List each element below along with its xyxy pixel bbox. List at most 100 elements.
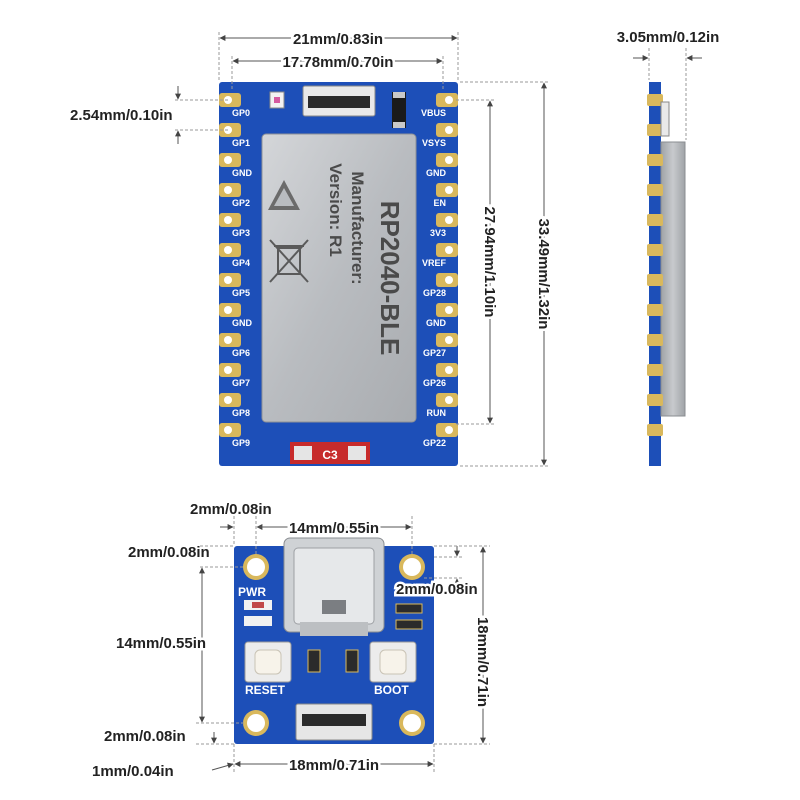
left-pad [219, 153, 241, 167]
top-width-dim: 21mm/0.83in [218, 29, 459, 82]
side-pads [647, 94, 663, 436]
adapter-corner-dim: 1mm/0.04in [92, 762, 234, 780]
left-pin-label: GP2 [232, 198, 250, 208]
usb-adapter-board: PWR RESET BOOT [234, 537, 434, 744]
right-pin-label: VBUS [421, 108, 446, 118]
left-pad [219, 273, 241, 287]
right-pin-label: 3V3 [430, 228, 446, 238]
right-pin-label: EN [433, 198, 446, 208]
side-pad [647, 394, 663, 406]
shield-title: RP2040-BLE [375, 201, 405, 356]
pin-pitch-dim: 2.54mm/0.10in [70, 86, 228, 144]
left-pad [219, 423, 241, 437]
regulator-chip [392, 92, 406, 128]
left-pad [219, 243, 241, 257]
module-side-view [647, 82, 686, 466]
right-pin-label: VSYS [422, 138, 446, 148]
right-pad [436, 363, 458, 377]
left-pin-label: GP7 [232, 378, 250, 388]
side-pad [647, 214, 663, 226]
left-pin-label: GND [232, 318, 253, 328]
right-pin-label: GP26 [423, 378, 446, 388]
side-pad [647, 424, 663, 436]
side-pad [647, 274, 663, 286]
left-pin-label: GP5 [232, 288, 250, 298]
right-pad [436, 213, 458, 227]
left-pad [219, 333, 241, 347]
dim-pin-pitch: 2.54mm/0.10in [70, 107, 173, 124]
total-height-dim: 33.49mm/1.32in [460, 81, 555, 467]
right-pin-label: GP22 [423, 438, 446, 448]
right-pad-column [436, 93, 458, 437]
reset-label: RESET [245, 683, 286, 697]
left-pin-label: GP0 [232, 108, 250, 118]
dim-adapter-hole-edge-right: 2mm/0.08in [396, 581, 478, 598]
side-pad [647, 124, 663, 136]
side-pad [647, 244, 663, 256]
left-pad [219, 393, 241, 407]
side-pad [647, 304, 663, 316]
right-pin-label: GP28 [423, 288, 446, 298]
pwr-label: PWR [238, 585, 266, 599]
reset-button [244, 641, 292, 683]
shield-manufacturer: Manufacturer: [348, 171, 367, 284]
right-pad [436, 333, 458, 347]
dim-adapter-width: 18mm/0.71in [289, 757, 379, 774]
left-pad [219, 183, 241, 197]
side-pad [647, 184, 663, 196]
dim-adapter-edge-x: 2mm/0.08in [190, 501, 272, 518]
side-pad [647, 334, 663, 346]
right-pad [436, 123, 458, 137]
usbc-connector [283, 537, 385, 636]
adapter-edge-y-dim: 2mm/0.08in [128, 544, 244, 568]
right-pin-label: GND [426, 168, 447, 178]
dim-total-height: 33.49mm/1.32in [535, 219, 552, 330]
inner-height-dim: 27.94mm/1.10in [456, 99, 501, 425]
left-pin-label: GP9 [232, 438, 250, 448]
adapter-width-dim: 18mm/0.71in [233, 744, 435, 777]
left-pad [219, 303, 241, 317]
right-pad [436, 243, 458, 257]
right-pad [436, 303, 458, 317]
dim-top-width: 21mm/0.83in [293, 31, 383, 48]
side-pad [647, 364, 663, 376]
dim-adapter-hole-span-y: 14mm/0.55in [116, 635, 206, 652]
left-pin-label: GP3 [232, 228, 250, 238]
dim-side-thickness: 3.05mm/0.12in [617, 29, 720, 46]
right-pin-label: RUN [427, 408, 447, 418]
ble-shield [261, 133, 417, 423]
left-pin-label: GND [232, 168, 253, 178]
dim-pin-span: 17.78mm/0.70in [283, 54, 394, 71]
mounting-hole-tl [243, 554, 269, 580]
mounting-hole-tr [399, 554, 425, 580]
left-pad [219, 363, 241, 377]
shield-version: Version: R1 [326, 163, 345, 257]
weee-bin-icon [269, 239, 309, 283]
adapter-hole-span-x-dim: 14mm/0.55in [257, 516, 413, 556]
dim-adapter-hole-span-x: 14mm/0.55in [289, 520, 379, 537]
right-pin-label: GND [426, 318, 447, 328]
mounting-hole-br [399, 710, 425, 736]
boot-button [369, 641, 417, 683]
dim-adapter-height: 18mm/0.71in [474, 617, 491, 707]
right-pad [436, 273, 458, 287]
side-shield [660, 141, 686, 417]
right-pad [436, 183, 458, 197]
dim-inner-height: 27.94mm/1.10in [481, 207, 498, 318]
mounting-hole-bl [243, 710, 269, 736]
adapter-fpc-connector [295, 703, 373, 741]
adapter-hole-edge-right-dim: 2mm/0.08in [394, 546, 480, 601]
right-pad [436, 393, 458, 407]
right-pin-label: GP27 [423, 348, 446, 358]
right-pad [436, 93, 458, 107]
side-pad [647, 94, 663, 106]
right-pin-labels: VBUSVSYSGNDEN3V3VREFGP28GNDGP27GP26RUNGP… [421, 108, 447, 448]
dim-adapter-edge-y: 2mm/0.08in [128, 544, 210, 561]
adapter-height-dim: 18mm/0.71in [434, 545, 494, 745]
dim-adapter-corner: 1mm/0.04in [92, 763, 174, 780]
pin-span-dim: 17.78mm/0.70in [231, 52, 444, 90]
esd-warning-icon [268, 180, 300, 210]
right-pad [436, 423, 458, 437]
